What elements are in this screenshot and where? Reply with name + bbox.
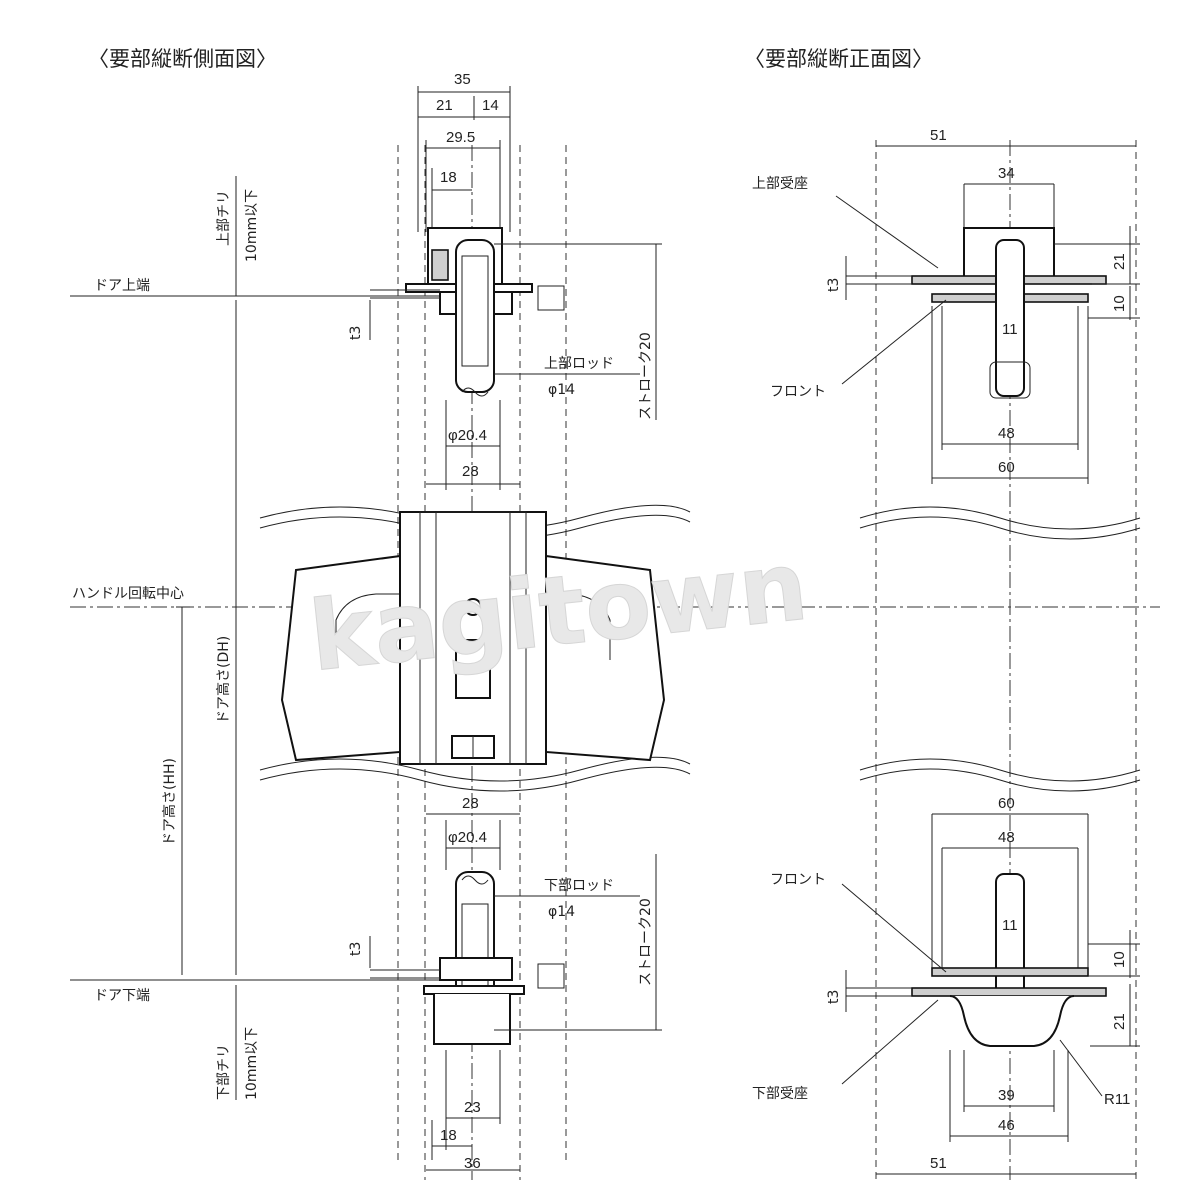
dim-14: 14 (482, 97, 499, 114)
top-rod-label: 上部ロッド (544, 356, 614, 372)
front-dim-60-top: 60 (998, 459, 1015, 476)
side-handle-section (259, 504, 691, 792)
front-dim-34: 34 (998, 165, 1015, 182)
dim-28-top: 28 (462, 463, 479, 480)
front-bottom-label: フロント (770, 872, 826, 888)
side-view-title: 〈要部縦断側面図〉 (88, 47, 277, 71)
stroke-top-label: ストローク20 (638, 332, 654, 420)
front-dim-46: 46 (998, 1117, 1015, 1134)
front-bottom-assembly: 60 48 11 10 21 t3 39 46 51 フロント 下部受座 R11 (752, 795, 1140, 1175)
dim-36: 36 (464, 1155, 481, 1172)
bottom-rod-label: 下部ロッド (544, 878, 614, 894)
front-dim-48-top: 48 (998, 425, 1015, 442)
front-dim-11-top: 11 (1002, 321, 1018, 338)
front-t3-top: t3 (826, 278, 842, 292)
front-dim-51-top: 51 (930, 127, 947, 144)
phi20-4-top: φ20.4 (448, 427, 487, 444)
front-dim-39: 39 (998, 1087, 1015, 1104)
dim-28-bottom: 28 (462, 795, 479, 812)
top-clearance-limit-label: 10mm以下 (244, 189, 260, 262)
bottom-rod-dia-label: φ14 (548, 904, 575, 920)
front-dim-10-bottom: 10 (1111, 951, 1128, 968)
dim-23: 23 (464, 1099, 481, 1116)
front-dim-11-bottom: 11 (1002, 917, 1018, 934)
dim-35: 35 (454, 71, 471, 88)
front-dim-21-bottom: 21 (1111, 1013, 1128, 1030)
bottom-clearance-limit-label: 10mm以下 (244, 1027, 260, 1100)
t3-side-bottom: t3 (348, 942, 364, 956)
bottom-clearance-label: 下部チリ (216, 1044, 232, 1100)
front-view-title: 〈要部縦断正面図〉 (744, 47, 933, 71)
top-clearance-label: 上部チリ (216, 190, 232, 246)
front-top-assembly: 51 34 21 10 t3 11 48 60 上部受座 フロント (752, 127, 1140, 484)
front-dim-51-bottom: 51 (930, 1155, 947, 1172)
handle-center-label: ハンドル回転中心 (72, 586, 184, 602)
front-dim-48-bottom: 48 (998, 829, 1015, 846)
door-top-label: ドア上端 (94, 278, 150, 294)
front-dim-21-top: 21 (1111, 253, 1128, 270)
bottom-seat-label: 下部受座 (752, 1086, 808, 1102)
dim-29-5: 29.5 (446, 129, 475, 146)
front-dim-60-bottom: 60 (998, 795, 1015, 812)
door-height-dh-label: ドア高さ(DH) (215, 636, 232, 724)
top-seat-label: 上部受座 (752, 176, 808, 192)
front-top-label: フロント (770, 384, 826, 400)
front-dim-10-top: 10 (1111, 295, 1128, 312)
door-bottom-label: ドア下端 (94, 988, 150, 1004)
t3-side-top: t3 (348, 326, 364, 340)
stroke-bottom-label: ストローク20 (638, 898, 654, 986)
dim-18-bottom: 18 (440, 1127, 457, 1144)
side-top-assembly: 35 21 14 29.5 18 ストローク20 上部ロッド φ14 t3 φ2… (348, 71, 662, 490)
side-view-vertical-dimensions (176, 176, 244, 1100)
front-t3-bottom: t3 (826, 990, 842, 1004)
top-rod-dia-label: φ14 (548, 382, 575, 398)
side-bottom-assembly: 28 φ20.4 ストローク20 下部ロッド φ14 t3 23 18 36 (348, 795, 662, 1172)
door-height-hh-label: ドア高さ(HH) (161, 758, 178, 846)
dim-21: 21 (436, 97, 453, 114)
r11-label: R11 (1104, 1091, 1130, 1108)
dim-18-top: 18 (440, 169, 457, 186)
phi20-4-bottom: φ20.4 (448, 829, 487, 846)
